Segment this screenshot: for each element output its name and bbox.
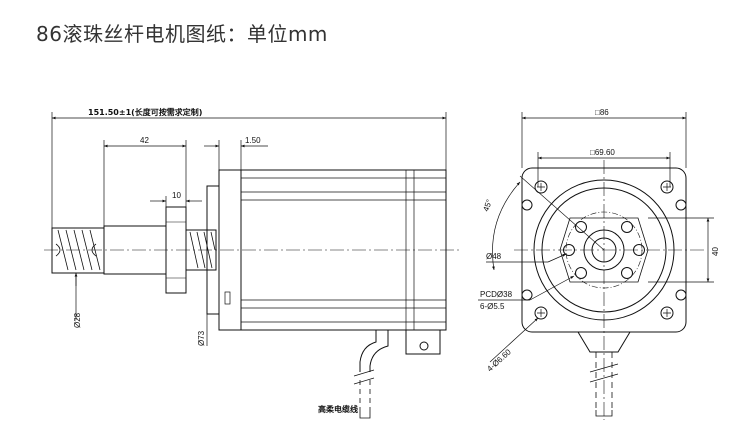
dim-10: 10	[172, 191, 181, 200]
screw-thread-left	[51, 227, 105, 274]
dim-42: 42	[140, 136, 149, 145]
dim-holes-small: 6-Ø5.5	[480, 302, 505, 311]
mounting-holes-small	[563, 221, 645, 279]
dim-86: □86	[595, 108, 609, 117]
front-dimensions	[478, 112, 714, 363]
screw-thread-right	[185, 229, 217, 271]
front-cable	[577, 331, 631, 417]
side-dimensions	[51, 112, 447, 346]
dim-d73: Ø73	[197, 330, 206, 346]
motor-square-outline	[521, 167, 687, 333]
dim-d28: Ø28	[73, 312, 82, 328]
cable-label: 高柔电缆线	[318, 404, 358, 414]
front-view	[478, 112, 714, 420]
dim-holes-large: 4-Ø6.60	[485, 347, 513, 373]
dim-45-deg: 45°	[481, 198, 494, 212]
dim-40: 40	[711, 247, 720, 256]
dim-total-length: 151.50±1(长度可按需求定制)	[88, 107, 202, 117]
pcd-circle	[565, 211, 643, 289]
page-title: 86滚珠丝杆电机图纸：单位mm	[36, 22, 328, 46]
dim-pcd: PCDØ38	[480, 290, 513, 299]
side-view	[44, 112, 462, 419]
pilot-circle	[541, 187, 667, 313]
pilot-circle-outer	[533, 179, 675, 321]
dim-d48: Ø48	[486, 252, 502, 261]
mounting-holes-corner	[534, 180, 674, 320]
motor-body	[240, 169, 447, 331]
cable-gland	[353, 329, 441, 419]
dim-69-60: □69.60	[590, 148, 615, 157]
dim-1-50: 1.50	[245, 136, 261, 145]
